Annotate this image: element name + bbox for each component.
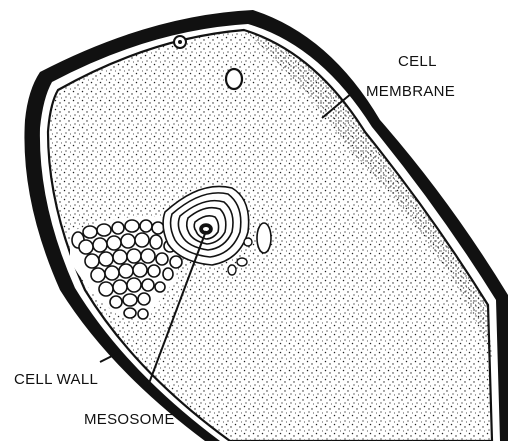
vesicle [228,265,236,275]
label-cell-membrane-line1: CELL [398,53,437,70]
vesicle [237,258,247,266]
vesicle [244,238,252,246]
label-cell-wall: CELL WALL [14,371,98,388]
vesicle [257,223,271,253]
inclusion-dot [178,40,182,44]
label-mesosome: MESOSOME [84,411,175,428]
label-cell-membrane-line2: MEMBRANE [366,83,455,100]
inclusion-oval [226,69,242,89]
